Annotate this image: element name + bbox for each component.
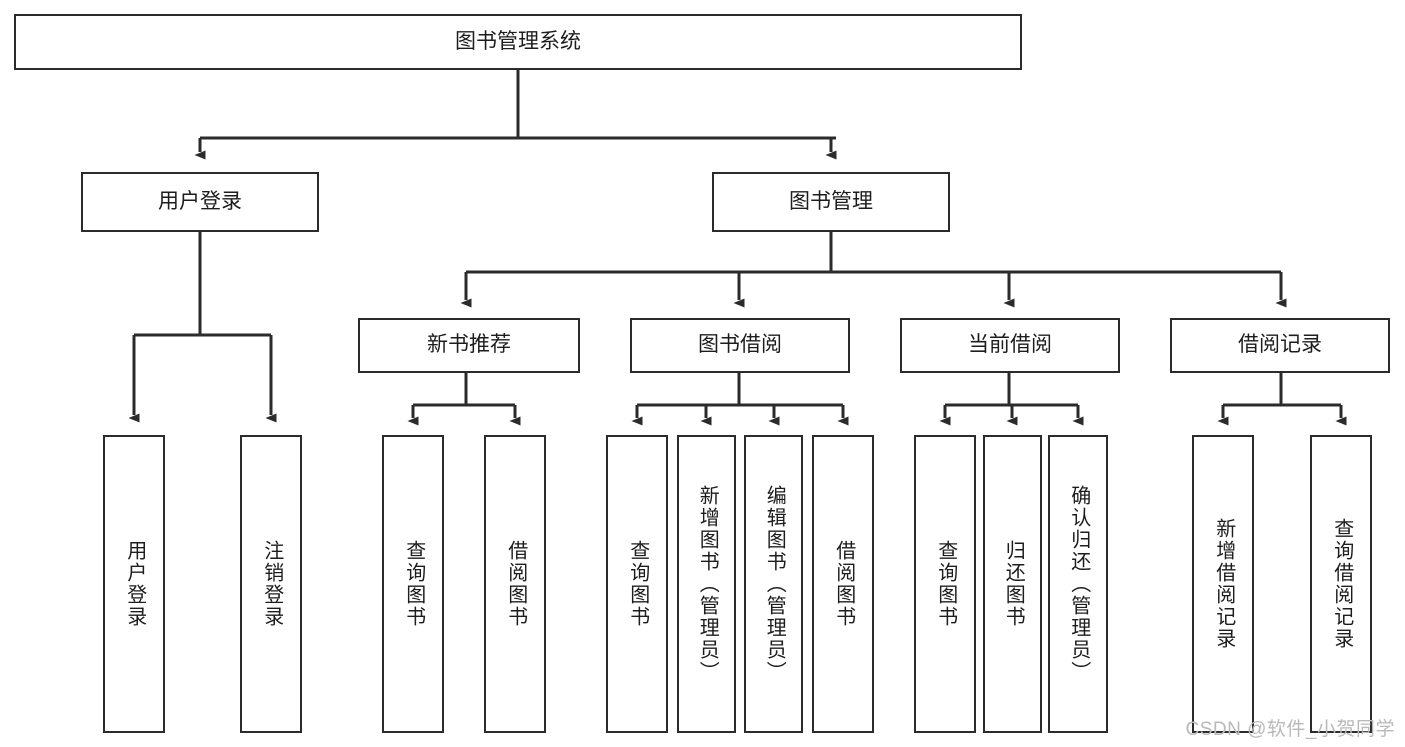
leaf-user-login[interactable]: 用户登录	[103, 435, 165, 733]
leaf-edit-book-admin[interactable]: 编辑图书（管理员）	[744, 435, 803, 733]
leaf-logout[interactable]: 注销登录	[240, 435, 302, 733]
leaf-return-book[interactable]: 归还图书	[983, 435, 1042, 733]
csdn-watermark: CSDN @软件_小贺同学	[1185, 719, 1395, 740]
node-user-login[interactable]: 用户登录	[81, 172, 319, 232]
leaf-borrow-book-newbook[interactable]: 借阅图书	[484, 435, 546, 733]
leaf-query-book-newbook[interactable]: 查询图书	[382, 435, 444, 733]
leaf-query-book-borrow[interactable]: 查询图书	[606, 435, 668, 733]
node-current-borrow[interactable]: 当前借阅	[900, 318, 1120, 373]
node-root[interactable]: 图书管理系统	[14, 14, 1022, 70]
node-book-borrow[interactable]: 图书借阅	[630, 318, 850, 373]
node-borrow-record[interactable]: 借阅记录	[1170, 318, 1390, 373]
leaf-add-book-admin[interactable]: 新增图书（管理员）	[677, 435, 736, 733]
leaf-borrow-book[interactable]: 借阅图书	[812, 435, 874, 733]
node-book-management[interactable]: 图书管理	[712, 172, 950, 232]
leaf-add-borrow-record[interactable]: 新增借阅记录	[1192, 435, 1254, 733]
node-new-book-recommend[interactable]: 新书推荐	[358, 318, 580, 373]
leaf-confirm-return-admin[interactable]: 确认归还（管理员）	[1048, 435, 1108, 733]
leaf-query-book-current[interactable]: 查询图书	[914, 435, 976, 733]
leaf-query-borrow-record[interactable]: 查询借阅记录	[1310, 435, 1372, 733]
